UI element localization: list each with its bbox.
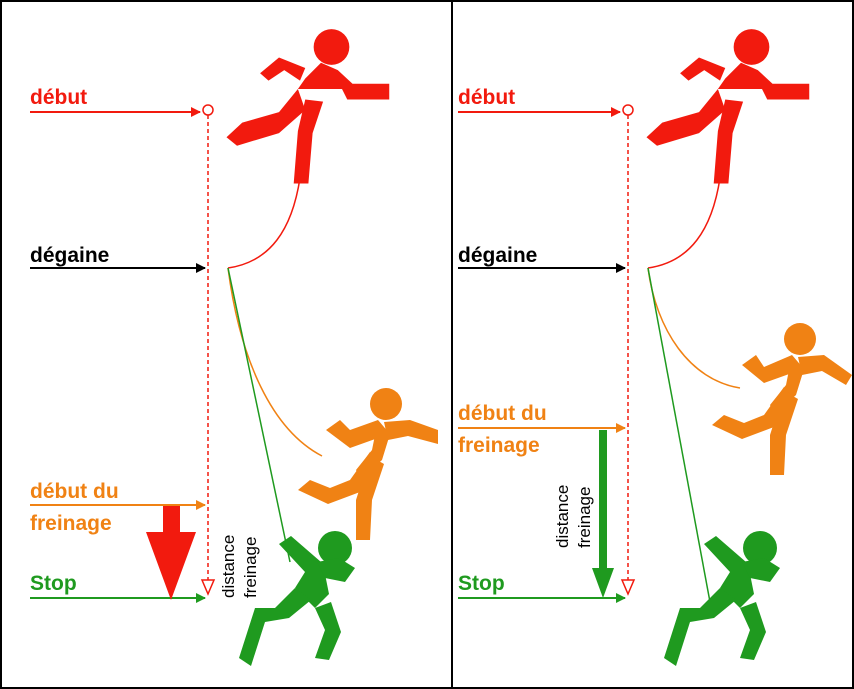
distance-label-1: distance bbox=[219, 535, 238, 598]
climber-figure-green bbox=[239, 531, 355, 666]
climber-figure-red bbox=[646, 29, 810, 184]
right-panel: début dégaine début du freinage Stop dis… bbox=[458, 29, 852, 666]
braking-distance-arrow bbox=[592, 430, 614, 598]
panel-right-border bbox=[451, 0, 854, 689]
distance-label-2: freinage bbox=[575, 487, 594, 548]
left-panel: début dégaine début du freinage Stop dis… bbox=[30, 29, 438, 666]
climber-figure-red bbox=[226, 29, 390, 184]
label-debut: début bbox=[458, 86, 515, 109]
label-stop: Stop bbox=[458, 572, 505, 595]
rope-green bbox=[647, 267, 711, 603]
distance-label-2: freinage bbox=[241, 537, 260, 598]
label-debut-freinage-2: freinage bbox=[458, 434, 540, 457]
arrow bbox=[620, 579, 636, 596]
ring-marker bbox=[202, 104, 214, 116]
distance-label-1: distance bbox=[553, 485, 572, 548]
label-debut: début bbox=[30, 86, 87, 109]
ring-marker bbox=[622, 104, 634, 116]
label-degaine: dégaine bbox=[458, 244, 537, 267]
rope-orange bbox=[227, 267, 323, 457]
climber-figure-green bbox=[664, 531, 780, 666]
rope-red bbox=[227, 177, 301, 269]
arrow bbox=[200, 579, 216, 596]
rope-red bbox=[647, 177, 721, 269]
label-degaine: dégaine bbox=[30, 244, 109, 267]
label-debut-freinage-1: début du bbox=[458, 402, 547, 425]
label-stop: Stop bbox=[30, 572, 77, 595]
rope-green bbox=[227, 267, 291, 563]
rope-orange bbox=[647, 267, 741, 389]
label-debut-freinage-2: freinage bbox=[30, 512, 112, 535]
label-debut-freinage-1: début du bbox=[30, 480, 119, 503]
climber-figure-orange bbox=[298, 388, 438, 540]
climber-figure-orange bbox=[712, 323, 852, 475]
braking-distance-arrow bbox=[146, 506, 196, 600]
